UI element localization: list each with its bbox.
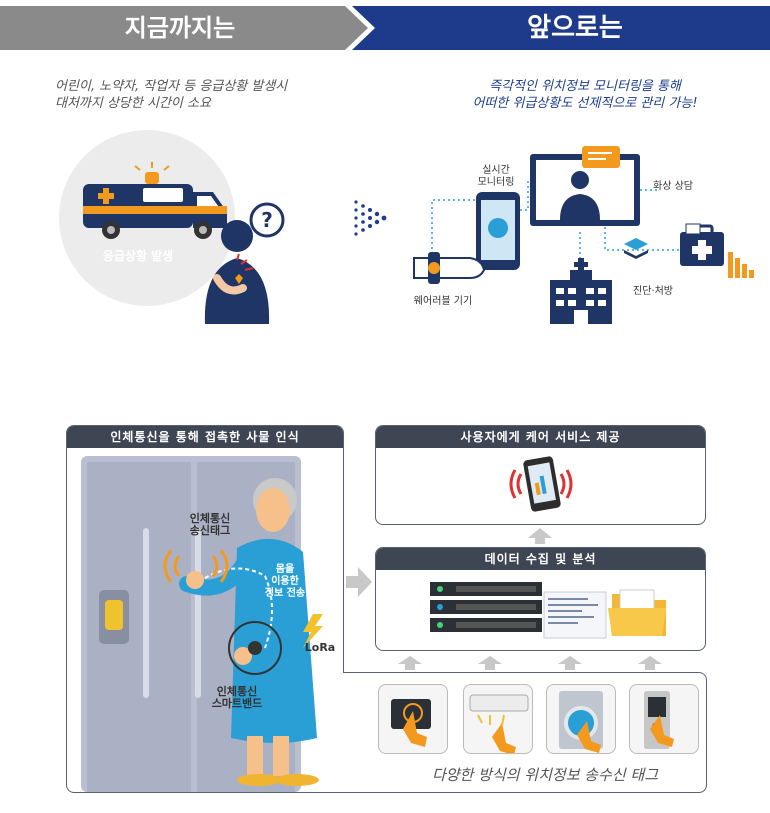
care-service-panel: 사용자에게 케어 서비스 제공	[375, 425, 706, 525]
hospital-icon	[550, 258, 612, 324]
video-monitor-icon	[530, 146, 640, 226]
svg-text:?: ?	[261, 208, 273, 232]
wearable-watch-icon	[413, 252, 486, 284]
realtime-monitoring-label: 실시간 모니터링	[466, 165, 526, 189]
tag-card-air-conditioner	[463, 684, 533, 754]
refrigerator-scene-illustration	[81, 456, 323, 792]
future-description-line-1: 즉각적인 위치정보 모니터링을 통해	[489, 79, 681, 94]
folder-icon	[608, 589, 666, 636]
banner-right-title: 앞으로는	[527, 13, 623, 43]
data-analysis-title: 데이터 수집 및 분석	[376, 548, 705, 570]
transmit-tag-line-1: 인체통신	[189, 512, 231, 525]
air-conditioner-tag-icon	[469, 694, 529, 753]
up-arrow-icon	[528, 528, 552, 544]
tag-card-washing-machine	[546, 684, 616, 754]
emergency-label: 응급상황 발생	[102, 249, 174, 263]
dotted-arrow-icon	[354, 200, 387, 236]
care-service-title: 사용자에게 케어 서비스 제공	[376, 426, 705, 448]
top-banner: 지금까지는 앞으로는	[0, 6, 770, 50]
current-description-line-1: 어린이, 노약자, 작업자 등 응급상황 발생시	[55, 79, 288, 94]
lora-label: LoRa	[304, 641, 336, 654]
banner-left-title: 지금까지는	[124, 14, 236, 42]
medical-kit-icon	[680, 223, 724, 266]
recognition-panel-title: 인체통신을 통해 접촉한 사물 인식	[67, 426, 343, 448]
tag-card-touch-pad	[378, 684, 448, 754]
elderly-person-icon	[179, 478, 319, 786]
video-consult-label: 화상 상담	[653, 181, 693, 192]
current-description-line-2: 대처까지 상당한 시간이 소요	[55, 96, 211, 111]
door-lock-tag-icon	[644, 691, 674, 749]
data-analysis-panel: 데이터 수집 및 분석	[375, 547, 706, 651]
body-signal-line-2: 이용한	[271, 576, 299, 587]
washing-machine-tag-icon	[559, 691, 603, 753]
diagnosis-prescription-label: 진단·처방	[633, 286, 673, 297]
layers-icon	[624, 238, 648, 259]
smart-band-label: 인체통신 스마트밴드	[200, 686, 274, 710]
future-description-line-2: 어떠한 위급상황도 선제적으로 관리 가능!	[472, 96, 698, 111]
transmit-tag-label: 인체통신 송신태그	[175, 513, 245, 537]
touch-pad-tag-icon	[391, 699, 431, 747]
right-arrow-icon	[346, 567, 372, 597]
phone-alert-icon	[509, 456, 573, 512]
distressed-person-icon	[204, 220, 270, 324]
body-signal-line-1: 몸을	[275, 564, 295, 575]
question-mark-icon: ?	[249, 202, 285, 238]
realtime-monitoring-line-1: 실시간	[482, 165, 510, 176]
wearable-device-label: 웨어러블 기기	[413, 296, 473, 307]
server-rack-icon	[430, 582, 542, 632]
smart-band-line-1: 인체통신	[216, 685, 258, 698]
emergency-illustration: ?	[59, 130, 285, 324]
current-description: 어린이, 노약자, 작업자 등 응급상황 발생시 대처까지 상당한 시간이 소요	[55, 78, 355, 112]
transmit-tag-signal-icon	[163, 549, 229, 583]
recognition-scene	[67, 448, 343, 792]
body-signal-line-3: 정보 전송	[264, 588, 306, 599]
smart-band-line-2: 스마트밴드	[211, 697, 263, 710]
tag-card-door-lock	[629, 684, 699, 754]
smartphone-icon	[476, 192, 520, 270]
future-description: 즉각적인 위치정보 모니터링을 통해 어떠한 위급상황도 선제적으로 관리 가능…	[420, 78, 750, 112]
ambulance-icon	[83, 162, 227, 239]
body-signal-label: 몸을 이용한 정보 전송	[258, 564, 312, 600]
smart-band-magnifier-icon	[228, 621, 282, 675]
banner-shape	[0, 6, 770, 50]
bar-graph-icon	[728, 252, 754, 278]
server-analysis-illustration	[430, 582, 666, 639]
realtime-monitoring-line-2: 모니터링	[477, 177, 515, 188]
analysis-window-icon	[543, 591, 607, 639]
tags-caption: 다양한 방식의 위치정보 송수신 태그	[431, 766, 659, 784]
lightning-icon	[303, 614, 323, 648]
transmit-tag-line-2: 송신태그	[189, 524, 231, 537]
connected-care-illustration	[413, 146, 754, 324]
tag-up-arrows	[398, 656, 662, 670]
